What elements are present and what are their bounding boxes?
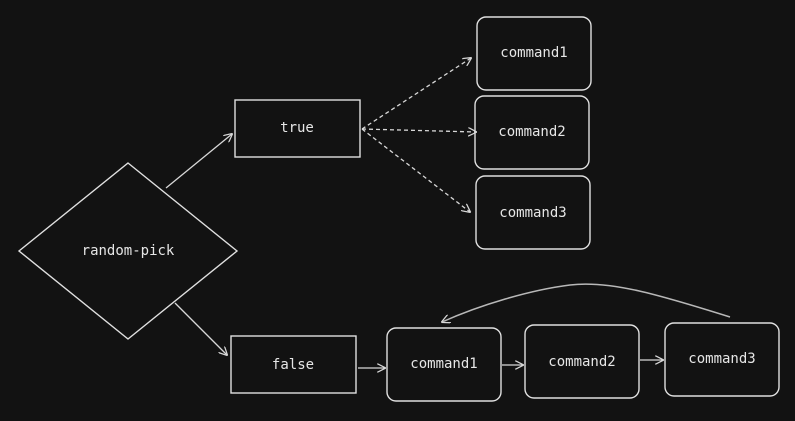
false-command-3-box	[664, 322, 780, 397]
true-command-2-label: command2	[498, 124, 565, 140]
true-branch-node: true	[234, 99, 361, 158]
true-branch-label: true	[280, 120, 314, 136]
true-command-3-label: command3	[499, 205, 566, 221]
false-branch-label: false	[272, 357, 314, 373]
false-branch-box	[230, 335, 357, 394]
decision-diamond	[17, 162, 239, 340]
edge-true-to-command1	[361, 58, 471, 130]
true-branch-box	[234, 99, 361, 158]
edge-decision-to-true	[165, 134, 232, 189]
false-command-2: command2	[524, 324, 640, 399]
false-command-3: command3	[664, 322, 780, 397]
false-command-1-label: command1	[410, 356, 477, 372]
true-command-1-label: command1	[500, 45, 567, 61]
edge-true-to-command3	[361, 128, 470, 212]
true-command-1-box	[476, 16, 592, 91]
true-command-1: command1	[476, 16, 592, 91]
edge-decision-to-false	[174, 302, 227, 355]
false-command-1: command1	[386, 327, 502, 402]
true-command-3: command3	[475, 175, 591, 250]
false-command-2-label: command2	[548, 354, 615, 370]
edge-true-to-command2	[361, 129, 476, 132]
true-command-2: command2	[474, 95, 590, 170]
decision-node: random-pick	[17, 162, 239, 340]
false-command-3-label: command3	[688, 351, 755, 367]
false-command-2-box	[524, 324, 640, 399]
true-command-3-box	[475, 175, 591, 250]
false-branch-node: false	[230, 335, 357, 394]
edge-loop-command3-to-command1	[442, 283, 731, 322]
decision-label: random-pick	[82, 243, 175, 259]
false-command-1-box	[386, 327, 502, 402]
